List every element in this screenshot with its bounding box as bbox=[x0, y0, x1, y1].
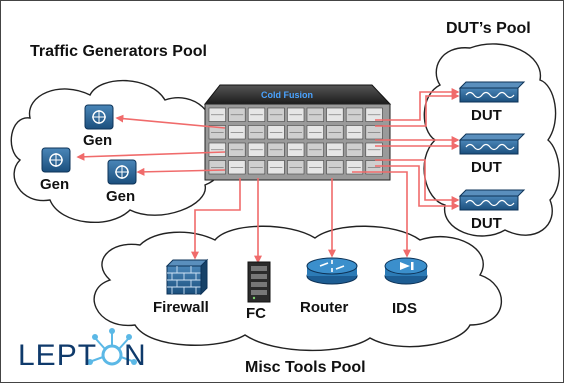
dut-label: DUT bbox=[471, 107, 502, 124]
gen-label: Gen bbox=[40, 176, 70, 193]
fc-label: FC bbox=[246, 305, 266, 322]
chassis-brand-label: Cold Fusion bbox=[261, 90, 313, 100]
dut-icon bbox=[458, 81, 526, 103]
chassis bbox=[203, 84, 392, 181]
gen-icon bbox=[84, 104, 114, 130]
router-icon bbox=[306, 257, 358, 285]
fc-icon bbox=[247, 261, 271, 303]
misc-tools-pool-title: Misc Tools Pool bbox=[245, 359, 366, 376]
router-label: Router bbox=[300, 299, 349, 316]
link-dut-3 bbox=[375, 159, 460, 204]
link-firewall bbox=[191, 178, 241, 260]
link-gen-2 bbox=[76, 151, 226, 161]
ids-label: IDS bbox=[392, 300, 418, 317]
link-ids bbox=[352, 171, 411, 258]
traffic-generators-pool-title: Traffic Generators Pool bbox=[30, 43, 207, 60]
dut-icon bbox=[458, 133, 526, 155]
link-dut-1 bbox=[375, 88, 460, 121]
chassis-slots bbox=[208, 107, 383, 175]
gen-label: Gen bbox=[83, 132, 113, 149]
dut-label: DUT bbox=[471, 215, 502, 232]
lepton-logo-mark bbox=[87, 328, 137, 366]
dut-icon bbox=[458, 189, 526, 211]
link-gen-1 bbox=[115, 114, 226, 129]
ids-icon bbox=[384, 257, 428, 285]
misc-tools-cloud bbox=[93, 225, 503, 352]
duts-pool-title: DUT’s Pool bbox=[446, 20, 531, 37]
lepton-logo-text-suffix: N bbox=[124, 339, 147, 372]
gen-icon bbox=[107, 159, 137, 185]
gen-label: Gen bbox=[106, 188, 136, 205]
link-dut-1b bbox=[375, 92, 460, 127]
firewall-icon bbox=[165, 258, 209, 296]
gen-icon bbox=[41, 147, 71, 173]
lepton-logo-text-prefix: LEPT bbox=[18, 339, 98, 372]
link-dut-3b bbox=[375, 165, 460, 210]
link-gen-3 bbox=[136, 167, 226, 176]
links-layer bbox=[76, 88, 460, 264]
traffic-generators-cloud bbox=[10, 79, 224, 223]
dut-label: DUT bbox=[471, 159, 502, 176]
firewall-label: Firewall bbox=[153, 299, 209, 316]
